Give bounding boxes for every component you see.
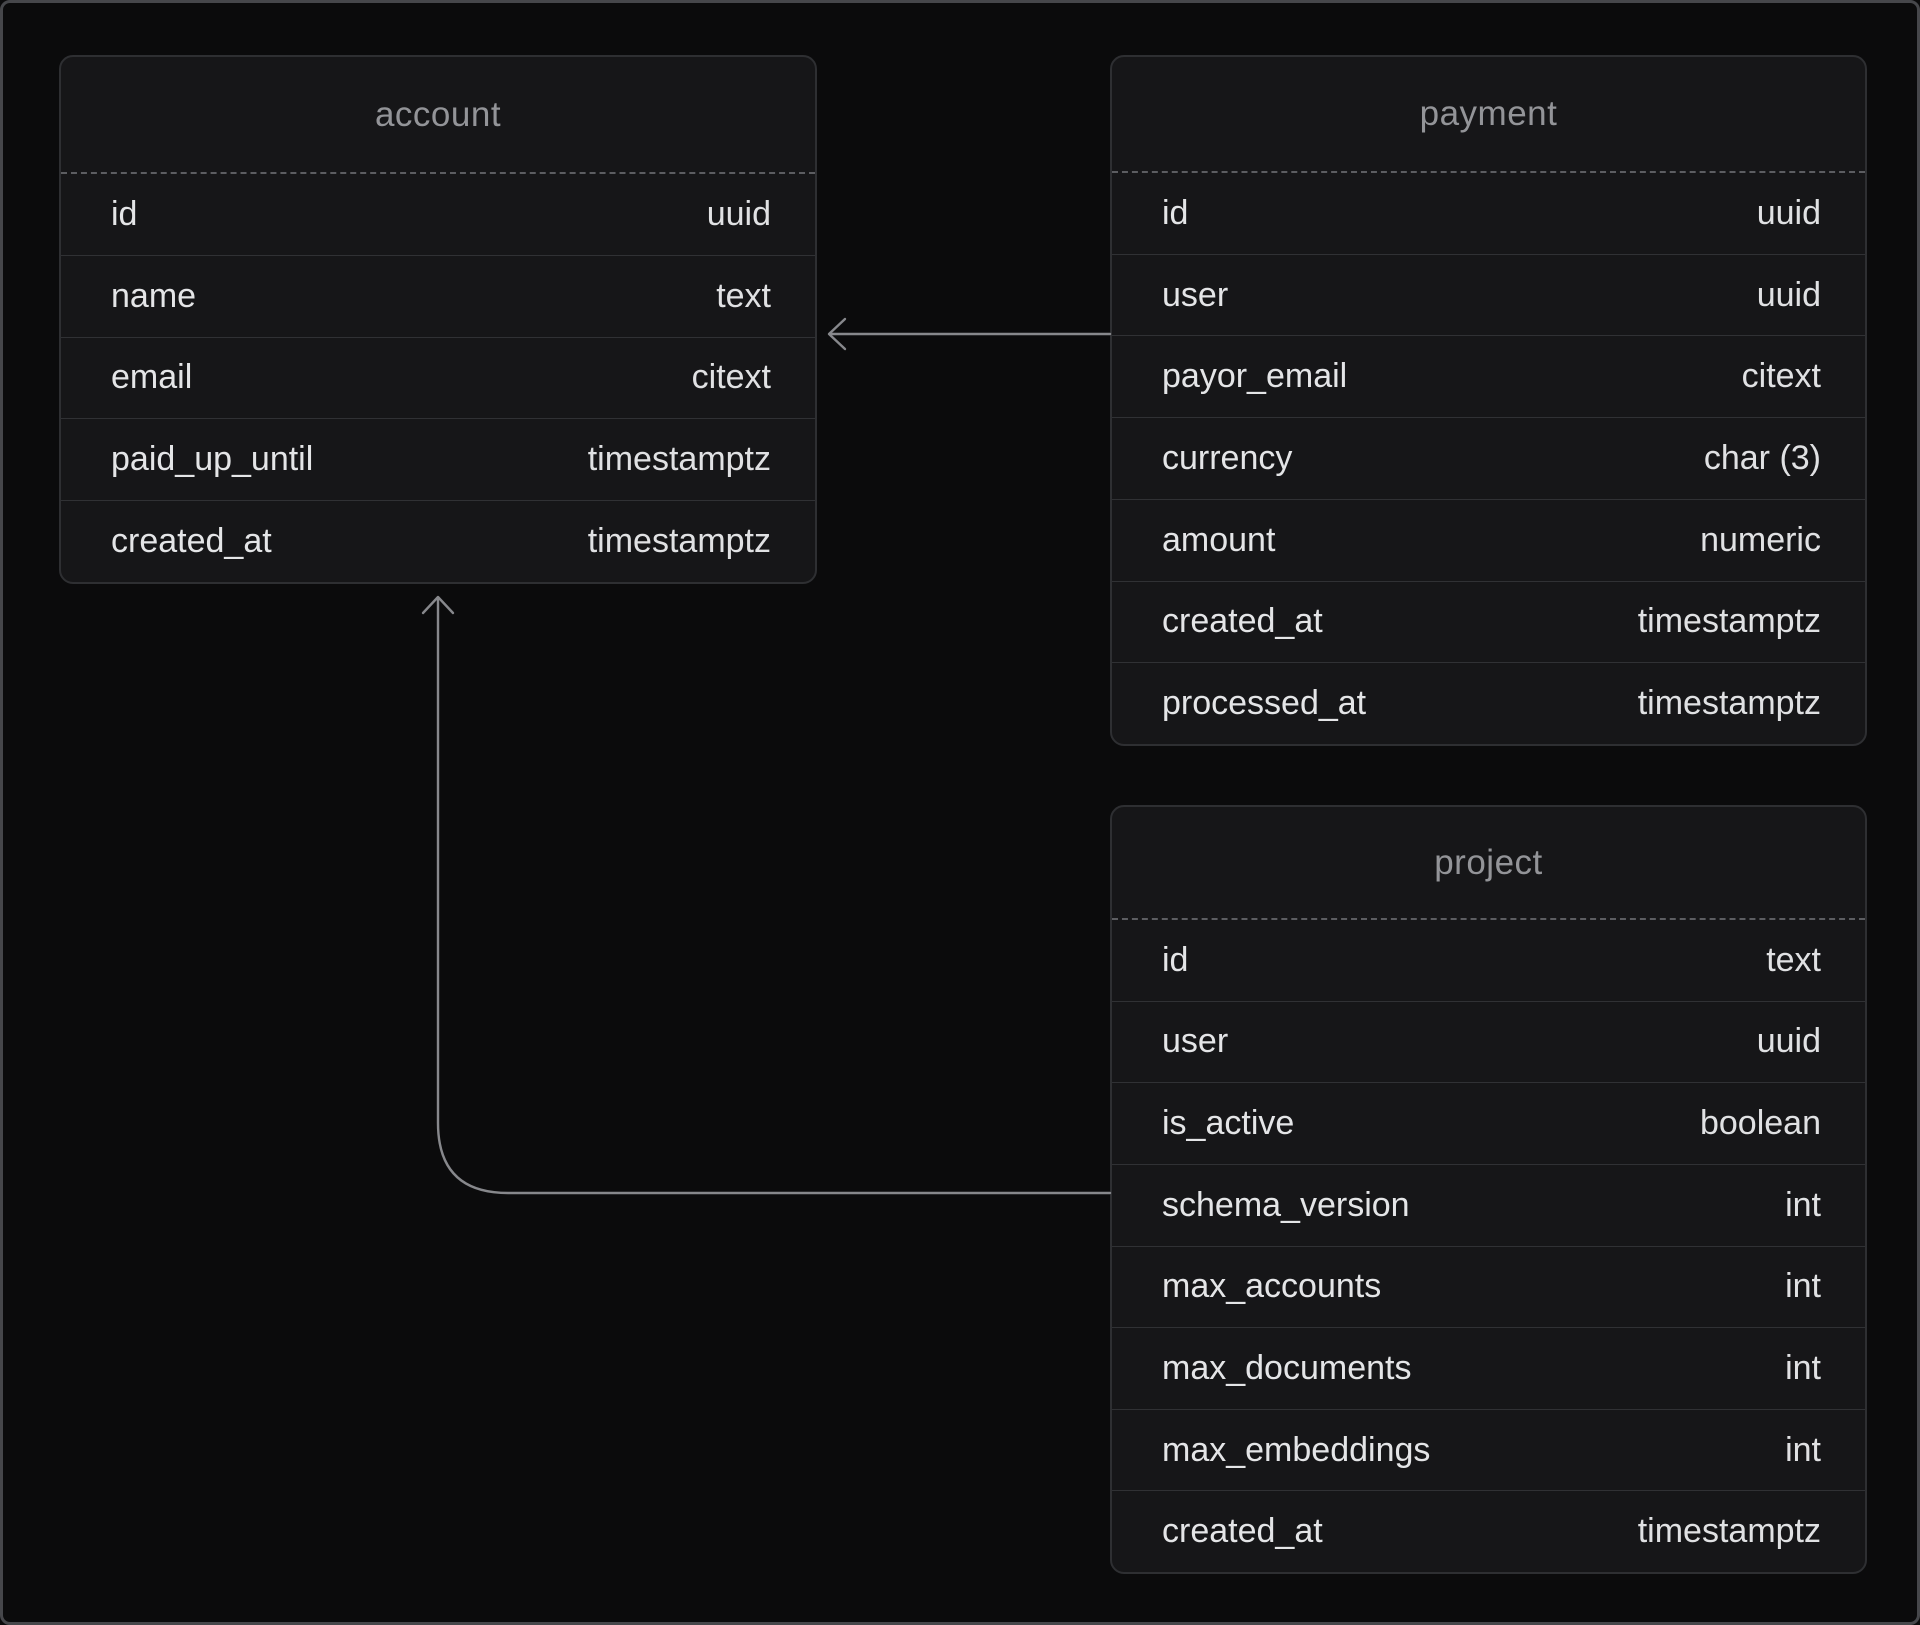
table-row: amount numeric: [1112, 498, 1865, 581]
table-row: paid_up_until timestamptz: [61, 418, 815, 500]
table-row: processed_at timestamptz: [1112, 662, 1865, 744]
field-type: int: [1785, 1348, 1821, 1387]
relation-arrow-payment-account: [827, 317, 1112, 351]
table-row: currency char (3): [1112, 417, 1865, 499]
field-type: char (3): [1703, 439, 1821, 478]
field-name: id: [1162, 940, 1189, 979]
field-name: payor_email: [1162, 357, 1348, 396]
field-name: created_at: [1162, 602, 1323, 641]
field-type: text: [716, 276, 771, 315]
table-payment-rows: id uuid user uuid payor_email citext cur…: [1112, 173, 1865, 744]
field-name: name: [111, 276, 197, 315]
field-type: timestamptz: [1637, 602, 1821, 641]
field-type: uuid: [706, 194, 771, 233]
table-row: id text: [1112, 920, 1865, 1001]
field-name: max_documents: [1162, 1348, 1412, 1387]
table-row: id uuid: [61, 174, 815, 255]
field-type: int: [1785, 1267, 1821, 1306]
field-type: timestamptz: [1637, 1512, 1821, 1551]
field-name: id: [111, 194, 138, 233]
field-type: uuid: [1756, 275, 1821, 314]
table-row: payor_email citext: [1112, 335, 1865, 417]
table-row: schema_version int: [1112, 1163, 1865, 1246]
table-payment[interactable]: payment id uuid user uuid payor_email ci…: [1110, 55, 1867, 746]
field-name: is_active: [1162, 1104, 1295, 1143]
table-project-header: project: [1112, 807, 1865, 920]
table-row: email citext: [61, 336, 815, 419]
field-name: amount: [1162, 520, 1276, 559]
field-type: boolean: [1699, 1104, 1821, 1143]
field-name: user: [1162, 1022, 1229, 1061]
table-row: max_accounts int: [1112, 1245, 1865, 1328]
field-name: paid_up_until: [111, 440, 314, 479]
table-row: max_documents int: [1112, 1327, 1865, 1409]
table-payment-title: payment: [1419, 94, 1558, 133]
table-row: name text: [61, 254, 815, 337]
field-type: numeric: [1700, 520, 1821, 559]
field-type: timestamptz: [587, 440, 771, 479]
field-name: created_at: [111, 522, 272, 561]
table-row: max_embeddings int: [1112, 1408, 1865, 1491]
field-type: uuid: [1756, 193, 1821, 232]
table-row: created_at timestamptz: [1112, 1490, 1865, 1572]
field-type: int: [1785, 1185, 1821, 1224]
field-name: email: [111, 358, 193, 397]
field-name: user: [1162, 275, 1229, 314]
field-type: timestamptz: [1637, 684, 1821, 723]
table-account-header: account: [61, 57, 815, 174]
table-row: created_at timestamptz: [61, 500, 815, 582]
field-name: schema_version: [1162, 1185, 1410, 1224]
table-project[interactable]: project id text user uuid is_active bool…: [1110, 805, 1867, 1574]
field-type: uuid: [1756, 1022, 1821, 1061]
table-row: is_active boolean: [1112, 1082, 1865, 1164]
table-row: id uuid: [1112, 173, 1865, 254]
field-type: timestamptz: [587, 522, 771, 561]
table-row: user uuid: [1112, 253, 1865, 336]
table-payment-header: payment: [1112, 57, 1865, 173]
field-type: text: [1766, 940, 1821, 979]
table-account-title: account: [374, 94, 502, 134]
table-row: created_at timestamptz: [1112, 580, 1865, 663]
field-name: created_at: [1162, 1512, 1323, 1551]
field-type: citext: [1741, 357, 1821, 396]
table-account[interactable]: account id uuid name text email citext p…: [59, 55, 817, 584]
table-account-rows: id uuid name text email citext paid_up_u…: [61, 174, 815, 582]
field-name: max_embeddings: [1162, 1430, 1431, 1469]
field-name: id: [1162, 193, 1189, 232]
field-name: currency: [1162, 439, 1293, 478]
table-row: user uuid: [1112, 1000, 1865, 1083]
field-type: int: [1785, 1430, 1821, 1469]
field-type: citext: [691, 358, 771, 397]
relation-arrow-project-account: [421, 595, 1112, 1195]
field-name: processed_at: [1162, 684, 1367, 723]
table-project-title: project: [1434, 842, 1543, 882]
table-project-rows: id text user uuid is_active boolean sche…: [1112, 920, 1865, 1572]
field-name: max_accounts: [1162, 1267, 1382, 1306]
